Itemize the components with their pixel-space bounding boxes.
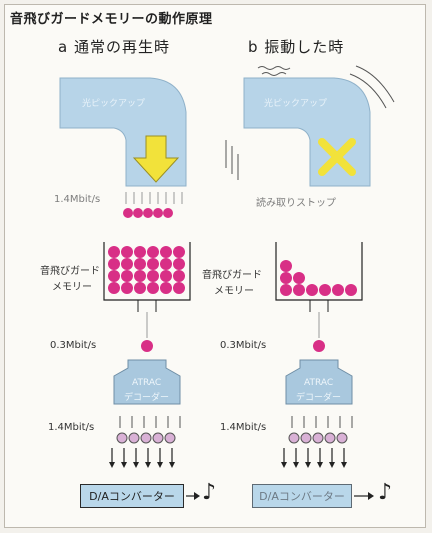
left-decoder	[113, 359, 181, 405]
left-memory-container	[103, 242, 191, 312]
left-decoder-label-2: デコーダー	[124, 393, 170, 403]
left-stream-dashes	[125, 192, 183, 204]
left-heading: a 通常の再生時	[58, 38, 170, 56]
right-dac-arrow	[354, 492, 374, 500]
right-output-arrows	[280, 447, 348, 469]
left-memory-label-2: メモリー	[52, 282, 92, 293]
right-heading: b 振動した時	[248, 38, 345, 56]
vibration-lines-icon	[225, 65, 395, 180]
right-decoder-label-2: デコーダー	[296, 393, 342, 403]
left-pickup-label: 光ピックアップ	[82, 99, 146, 109]
right-mid-ball	[313, 340, 325, 352]
left-rate-in: 1.4Mbit/s	[54, 194, 101, 205]
right-rate-out: 1.4Mbit/s	[220, 422, 267, 433]
right-pickup-label: 光ピックアップ	[264, 99, 328, 109]
left-stream-balls	[123, 208, 173, 218]
left-dac-arrow	[186, 492, 200, 500]
right-memory-label-2: メモリー	[214, 286, 254, 297]
right-memory-container	[275, 242, 363, 312]
right-output-balls	[288, 432, 348, 444]
left-output-arrows	[108, 447, 176, 469]
right-decoder-label-1: ATRAC	[304, 378, 334, 388]
right-dac-box: D/Aコンバーター	[252, 484, 352, 508]
left-output-dashes	[119, 416, 181, 428]
left-dac-box: D/Aコンバーター	[80, 484, 184, 508]
down-arrow-icon	[132, 135, 180, 183]
left-rate-out: 1.4Mbit/s	[48, 422, 95, 433]
diagram-title: 音飛びガードメモリーの動作原理	[10, 12, 213, 27]
right-stop-label: 読み取りストップ	[256, 198, 336, 209]
left-mid-ball	[141, 340, 153, 352]
music-note-icon-right: ♪	[378, 480, 393, 505]
music-note-icon: ♪	[202, 480, 217, 505]
right-memory-label-1: 音飛びガード	[202, 270, 262, 281]
cross-stop-icon	[318, 138, 356, 176]
left-output-balls	[116, 432, 176, 444]
right-rate-mid: 0.3Mbit/s	[220, 340, 267, 351]
left-rate-mid: 0.3Mbit/s	[50, 340, 97, 351]
left-memory-label-1: 音飛びガード	[40, 266, 100, 277]
right-decoder	[285, 359, 353, 405]
right-output-dashes	[291, 416, 353, 428]
left-decoder-label-1: ATRAC	[132, 378, 162, 388]
